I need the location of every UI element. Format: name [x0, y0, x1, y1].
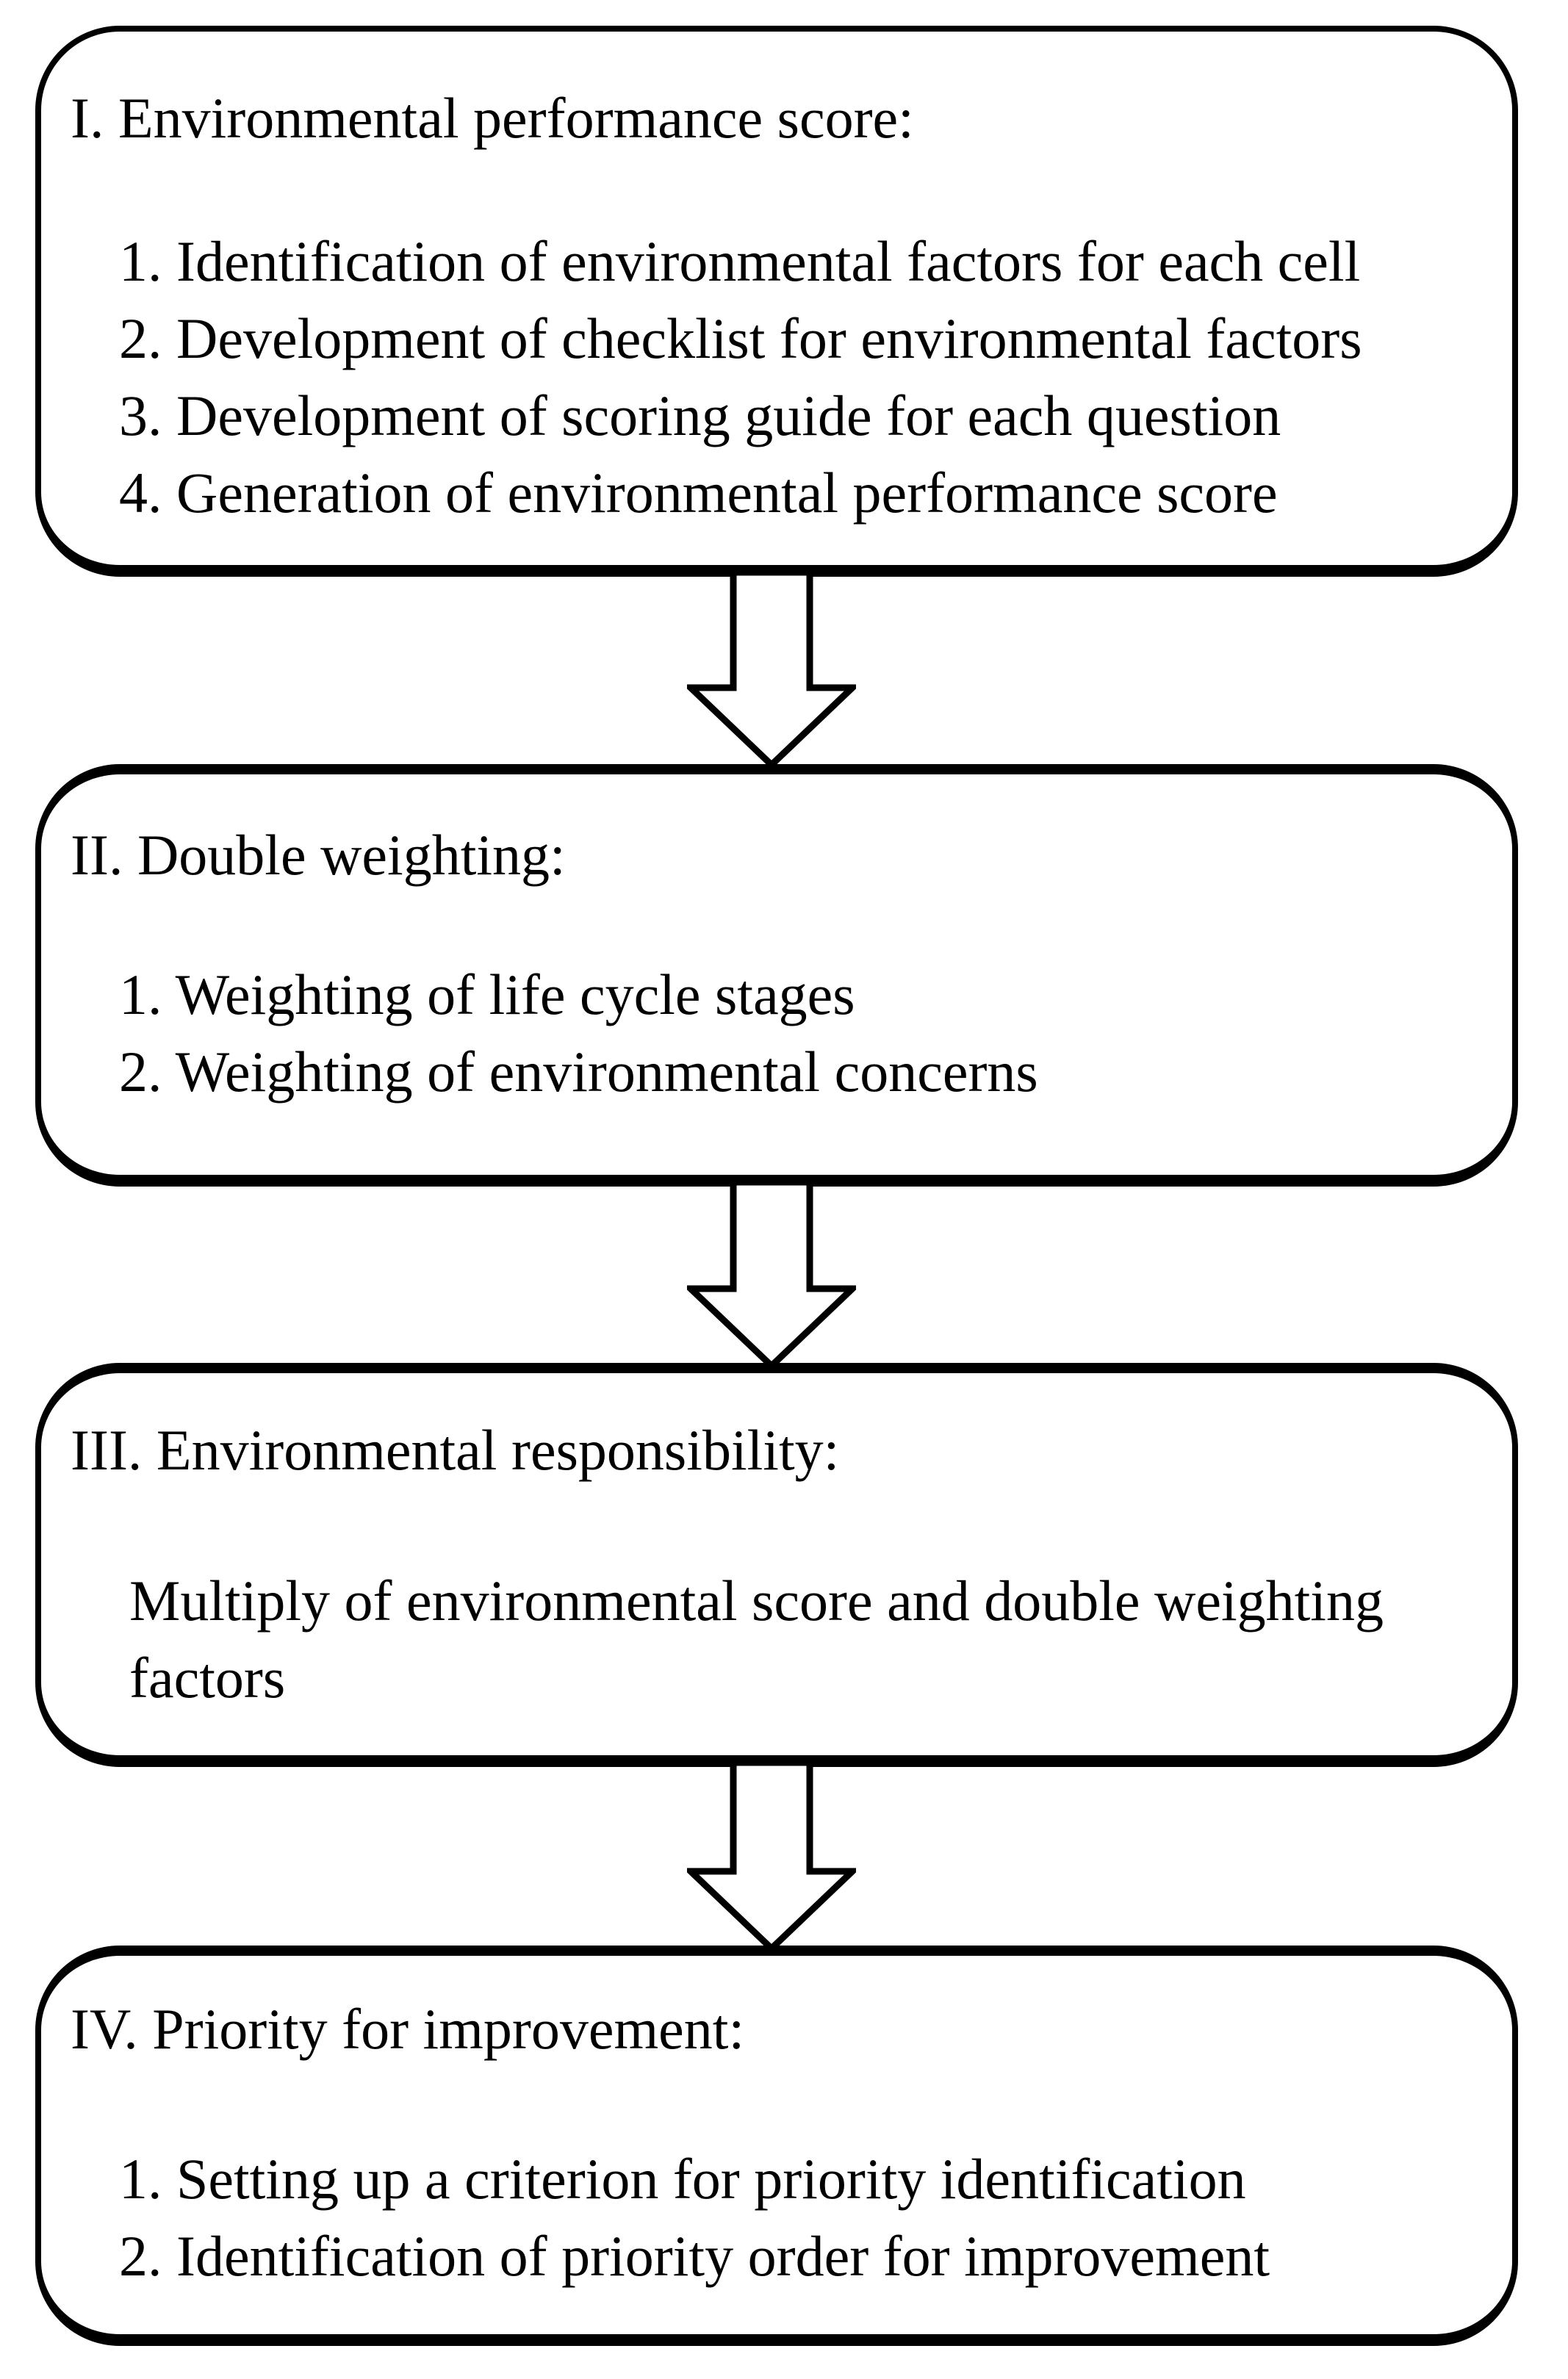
stage-box-environmental-performance-score: I. Environmental performance score: 1. I… — [35, 26, 1518, 577]
stage-2-title: II. Double weighting: — [71, 823, 566, 887]
stage-2-item-list: 1. Weighting of life cycle stages 2. Wei… — [119, 956, 1512, 1110]
list-item: 1. Setting up a criterion for priority i… — [119, 2147, 1246, 2211]
stage-1-item-list: 1. Identification of environmental facto… — [119, 223, 1512, 531]
down-block-arrow-icon — [687, 1182, 856, 1369]
down-block-arrow-icon — [687, 572, 856, 768]
down-block-arrow-icon — [687, 1763, 856, 1951]
stage-box-double-weighting: II. Double weighting: 1. Weighting of li… — [35, 764, 1518, 1187]
list-item: 2. Identification of priority order for … — [119, 2224, 1270, 2288]
stage-4-title: IV. Priority for improvement: — [71, 1997, 745, 2061]
stage-3-body-text: Multiply of environmental score and doub… — [129, 1569, 1384, 1710]
list-item: 3. Development of scoring guide for each… — [119, 384, 1281, 447]
list-item: 2. Development of checklist for environm… — [119, 306, 1362, 370]
stage-3-title: III. Environmental responsibility: — [71, 1418, 840, 1482]
list-item: 4. Generation of environmental performan… — [119, 461, 1278, 525]
stage-box-priority-for-improvement: IV. Priority for improvement: 1. Setting… — [35, 1946, 1518, 2346]
stage-4-item-list: 1. Setting up a criterion for priority i… — [119, 2140, 1512, 2295]
stage-box-environmental-responsibility: III. Environmental responsibility: Multi… — [35, 1363, 1518, 1767]
list-item: 1. Identification of environmental facto… — [119, 229, 1361, 293]
list-item: 1. Weighting of life cycle stages — [119, 962, 855, 1026]
stage-1-title: I. Environmental performance score: — [71, 86, 914, 150]
list-item: 2. Weighting of environmental concerns — [119, 1040, 1038, 1104]
